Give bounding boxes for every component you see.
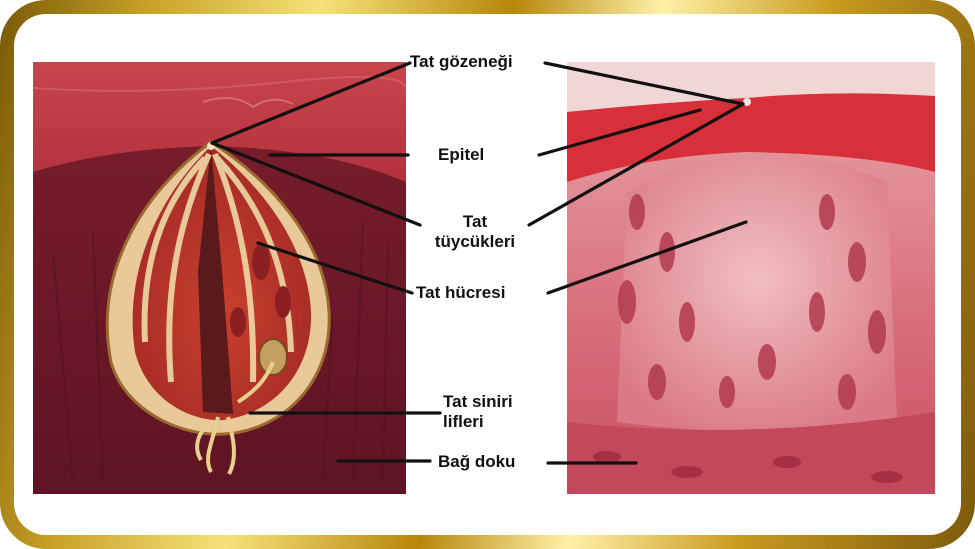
label-nerve-fibers-line1: Tat siniri bbox=[443, 392, 513, 412]
label-taste-hairs: Tat tüycükleri bbox=[425, 212, 525, 252]
label-taste-pore: Tat gözeneği bbox=[410, 52, 513, 72]
label-nerve-fibers-line2: lifleri bbox=[443, 412, 513, 432]
label-connective-tissue: Bağ doku bbox=[438, 452, 515, 472]
label-taste-hairs-line2: tüycükleri bbox=[425, 232, 525, 252]
label-nerve-fibers: Tat siniri lifleri bbox=[443, 392, 513, 432]
label-epithelium: Epitel bbox=[438, 145, 484, 165]
label-taste-cell: Tat hücresi bbox=[416, 283, 505, 303]
label-taste-hairs-line1: Tat bbox=[425, 212, 525, 232]
